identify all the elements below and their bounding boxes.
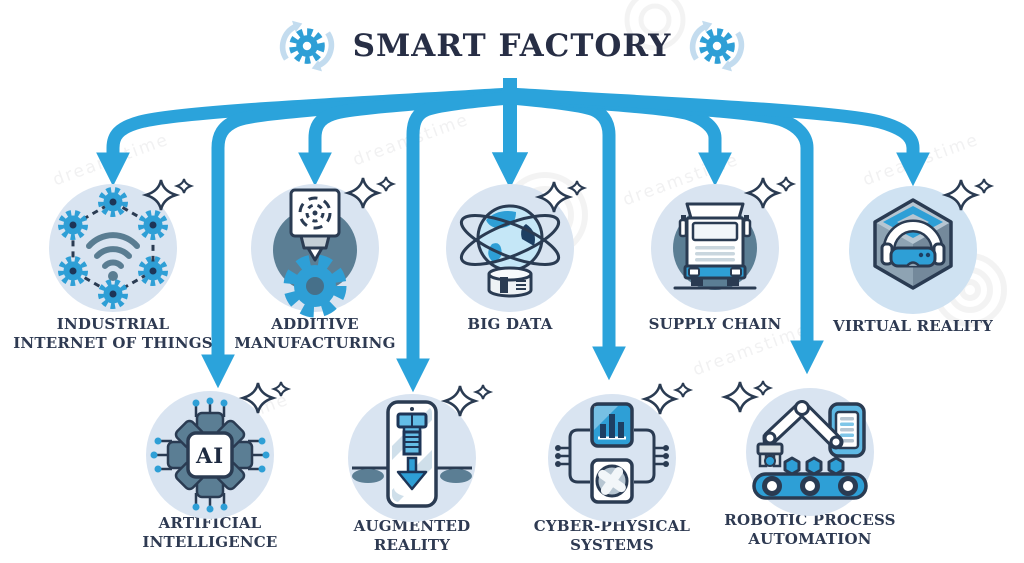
- virtual-reality-circle: [849, 178, 995, 314]
- additive-manufacturing-circle: [251, 176, 397, 318]
- label-line: AUTOMATION: [748, 529, 872, 548]
- node-additive-manufacturing: ADDITIVE MANUFACTURING: [205, 176, 425, 353]
- big-data-circle: [446, 180, 588, 312]
- node-label: INDUSTRIAL INTERNET OF THINGS: [3, 315, 223, 353]
- label-line: MANUFACTURING: [234, 333, 396, 352]
- artificial-intelligence-circle: AI: [146, 381, 292, 519]
- iiot-icon: [58, 187, 168, 309]
- label-line: INTELLIGENCE: [142, 532, 278, 551]
- node-label: ROBOTIC PROCESS AUTOMATION: [700, 511, 920, 549]
- node-label: SUPPLY CHAIN: [605, 315, 825, 334]
- robotic-process-automation-circle: [720, 380, 874, 516]
- node-label: ARTIFICIAL INTELLIGENCE: [100, 514, 320, 552]
- sparkle-icon: [743, 176, 797, 209]
- sparkle-icon: [141, 178, 195, 211]
- sparkle-icon: [440, 384, 494, 417]
- label-line: VIRTUAL REALITY: [832, 317, 994, 335]
- node-virtual-reality: VIRTUAL REALITY: [803, 178, 1023, 336]
- gear-cycle-icon: [279, 20, 334, 72]
- node-augmented-reality: AUGMENTED REALITY: [302, 384, 522, 555]
- augmented-reality-icon: [352, 400, 472, 508]
- node-artificial-intelligence: AI ARTIFICIAL INTELLIGENCE: [100, 381, 320, 552]
- node-label: VIRTUAL REALITY: [803, 317, 1023, 336]
- label-line: AUGMENTED: [353, 517, 471, 535]
- robotic-process-automation-icon: [752, 400, 868, 500]
- big-data-icon: [459, 204, 561, 298]
- label-line: ROBOTIC PROCESS: [724, 511, 896, 529]
- supply-chain-circle: [651, 176, 797, 312]
- cyber-physical-systems-circle: [548, 382, 694, 522]
- sparkle-icon: [238, 381, 292, 414]
- node-big-data: BIG DATA: [400, 180, 620, 334]
- sparkle-icon: [343, 176, 397, 209]
- label-line: SUPPLY CHAIN: [648, 315, 782, 333]
- gear-cycle-icon: [690, 20, 745, 72]
- label-line: ARTIFICIAL: [158, 514, 262, 532]
- virtual-reality-icon: [873, 198, 953, 290]
- node-label: CYBER-PHYSICAL SYSTEMS: [502, 517, 722, 555]
- page-title: SMART FACTORY: [352, 28, 672, 64]
- sparkle-icon: [640, 382, 694, 415]
- artificial-intelligence-icon: [150, 397, 270, 513]
- sparkle-icon: [720, 380, 774, 413]
- label-line: INDUSTRIAL: [56, 315, 170, 333]
- label-line: SYSTEMS: [570, 535, 654, 554]
- sparkle-icon: [941, 178, 995, 211]
- node-label: ADDITIVE MANUFACTURING: [205, 315, 425, 353]
- node-industrial-internet-of-things: INDUSTRIAL INTERNET OF THINGS: [3, 178, 223, 353]
- iiot-circle: [49, 178, 195, 312]
- cyber-physical-systems-icon: [555, 402, 669, 504]
- header: SMART FACTORY: [0, 16, 1024, 76]
- supply-chain-icon: [673, 202, 757, 290]
- label-line: CYBER-PHYSICAL: [533, 517, 691, 535]
- augmented-reality-circle: [348, 384, 494, 522]
- label-line: INTERNET OF THINGS: [13, 333, 213, 352]
- node-robotic-process-automation: ROBOTIC PROCESS AUTOMATION: [700, 380, 920, 549]
- node-label: AUGMENTED REALITY: [302, 517, 522, 555]
- additive-manufacturing-icon: [273, 188, 357, 318]
- node-label: BIG DATA: [400, 315, 620, 334]
- label-line: ADDITIVE: [271, 315, 359, 333]
- sparkle-icon: [534, 180, 588, 213]
- label-line: BIG DATA: [467, 315, 553, 333]
- node-supply-chain: SUPPLY CHAIN: [605, 176, 825, 334]
- node-cyber-physical-systems: CYBER-PHYSICAL SYSTEMS: [502, 382, 722, 555]
- label-line: REALITY: [373, 535, 451, 554]
